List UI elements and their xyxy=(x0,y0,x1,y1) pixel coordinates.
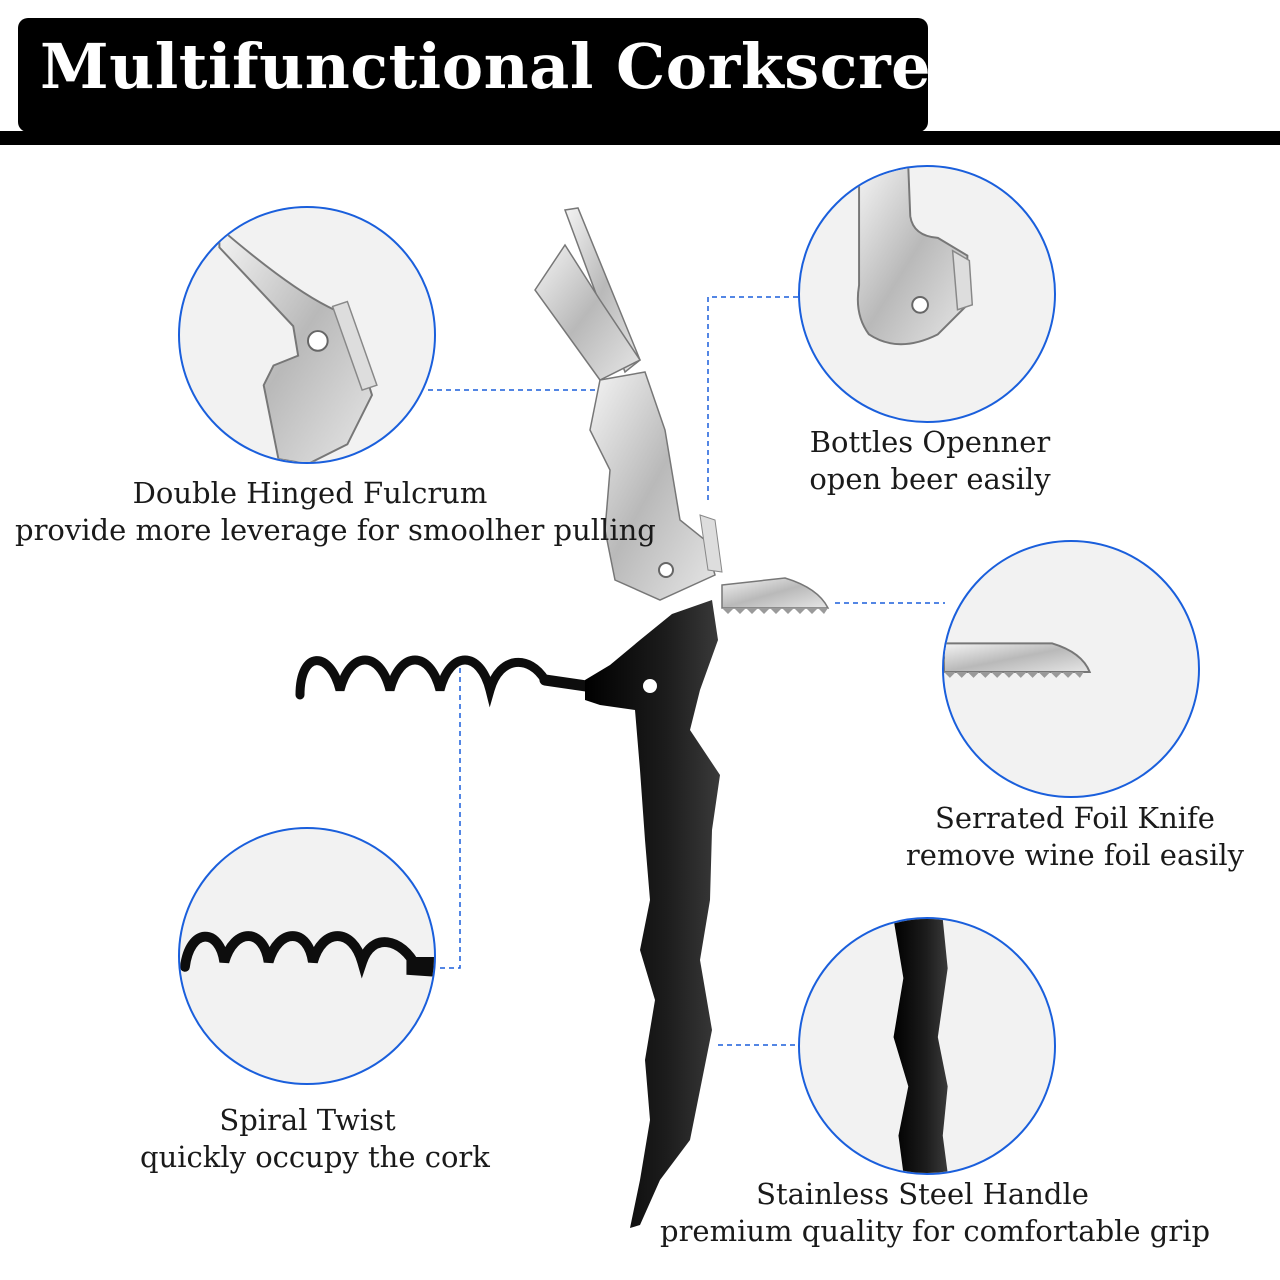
fulcrum-detail-circle xyxy=(178,206,436,464)
handle-body xyxy=(585,600,720,1228)
knife-caption: Serrated Foil Knife remove wine foil eas… xyxy=(905,800,1245,874)
spiral-description: quickly occupy the cork xyxy=(140,1140,490,1174)
opener-title: Bottles Openner xyxy=(809,425,1051,459)
spiral-worm xyxy=(295,655,606,708)
spiral-caption: Spiral Twist quickly occupy the cork xyxy=(140,1102,490,1176)
leader-lines xyxy=(428,296,945,1046)
spiral-title: Spiral Twist xyxy=(219,1103,396,1137)
opener-caption: Bottles Openner open beer easily xyxy=(780,424,1080,498)
handle-caption: Stainless Steel Handle premium quality f… xyxy=(660,1176,1211,1250)
knife-detail-circle xyxy=(942,540,1200,798)
handle-description: premium quality for comfortable grip xyxy=(660,1214,1211,1248)
handle-detail-circle xyxy=(798,917,1056,1175)
opener-detail-circle xyxy=(798,165,1056,423)
fulcrum-title: Double Hinged Fulcrum xyxy=(132,476,488,510)
lever-arm xyxy=(534,207,723,601)
page-title: Multifunctional Corkscrew xyxy=(40,30,985,103)
serrated-knife xyxy=(721,577,830,614)
fulcrum-caption: Double Hinged Fulcrum provide more lever… xyxy=(15,475,656,549)
knife-description: remove wine foil easily xyxy=(905,838,1245,872)
opener-description: open beer easily xyxy=(809,462,1051,496)
title-divider xyxy=(0,131,1280,145)
spiral-detail-circle xyxy=(178,827,436,1085)
handle-title: Stainless Steel Handle xyxy=(756,1177,1089,1211)
fulcrum-description: provide more leverage for smoolher pulli… xyxy=(15,513,656,547)
knife-title: Serrated Foil Knife xyxy=(935,801,1215,835)
title-banner xyxy=(18,18,928,132)
